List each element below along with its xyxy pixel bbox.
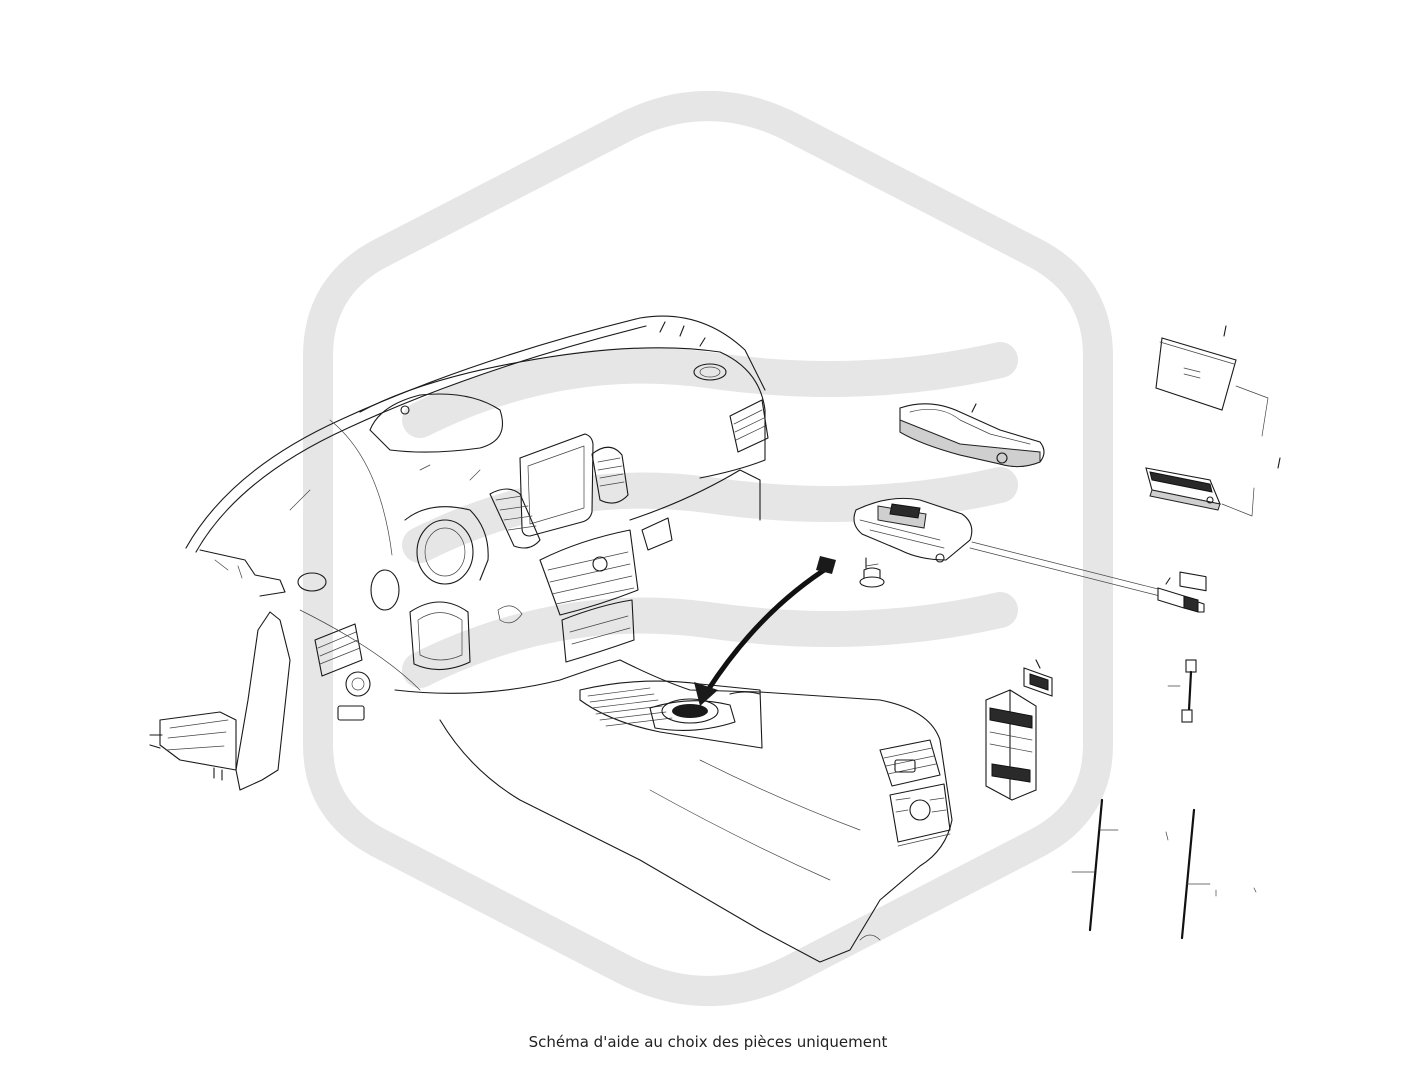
antenna-cable-connector[interactable] [969,541,1205,613]
long-cable-left[interactable] [1071,798,1119,932]
short-cable[interactable] [1167,659,1197,723]
diagram-caption: Schéma d'aide au choix des pièces unique… [528,1033,888,1051]
owner-manual-booklet[interactable] [1155,325,1269,592]
pointer-arrow [694,556,836,706]
dashboard-assembly[interactable] [149,315,769,791]
usb-socket[interactable] [1023,659,1053,697]
switch-module[interactable] [1145,457,1281,517]
media-interface-box[interactable] [985,689,1037,801]
long-cable-right[interactable] [1165,808,1257,940]
hexagon-logo-watermark-icon [303,91,1113,1006]
upper-bracket-tray[interactable] [899,403,1045,468]
control-unit-bracket[interactable] [853,497,973,563]
center-console[interactable] [439,659,953,963]
mounting-screw[interactable] [859,557,885,588]
